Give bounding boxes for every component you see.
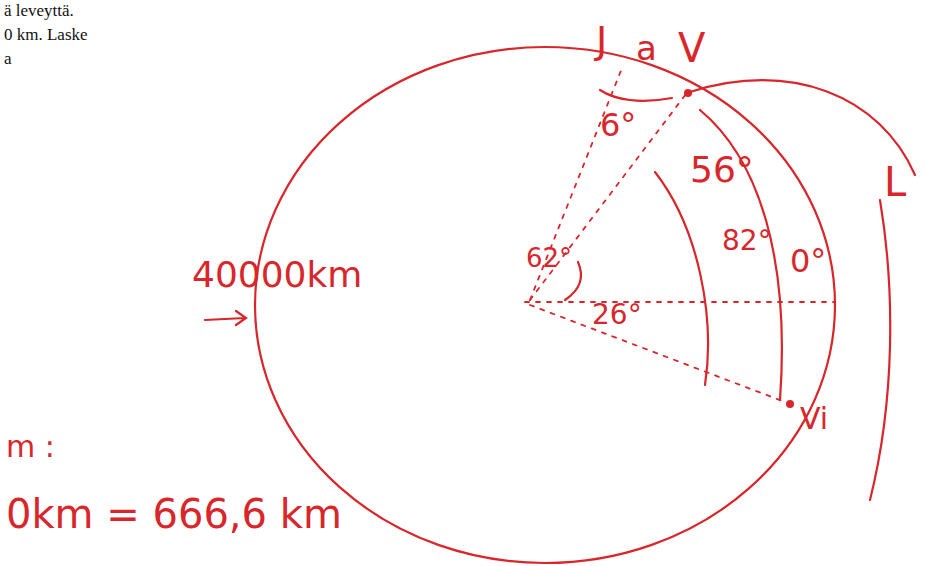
pointer-arrow [205, 311, 246, 325]
point-label: a [636, 30, 657, 67]
note-text: m : [6, 430, 55, 463]
dashed-equator [525, 301, 835, 303]
bracket-line [870, 200, 890, 500]
angle-label: 26° [592, 300, 642, 331]
angle-label: 56° [690, 150, 754, 190]
printed-text: ä leveyttä. [4, 2, 74, 21]
line-label: L [884, 160, 906, 204]
point-label: J [596, 20, 607, 62]
angle-label: 0° [790, 244, 826, 279]
calculation-text: 0km = 666,6 km [6, 492, 342, 536]
angle-label: 6° [600, 108, 636, 143]
printed-text: a [4, 50, 12, 69]
dashed-radius [530, 305, 785, 402]
angle-label: 62° [526, 244, 572, 273]
point-label: Vi [800, 402, 828, 435]
point-dot [684, 89, 692, 97]
printed-text: 0 km. Laske [4, 26, 88, 45]
point-label: V [678, 26, 705, 70]
circumference-label: 40000km [192, 255, 362, 295]
earth-circle [255, 47, 835, 563]
angle-arc [655, 172, 708, 385]
angle-label: 82° [722, 226, 772, 257]
point-dot [786, 400, 794, 408]
